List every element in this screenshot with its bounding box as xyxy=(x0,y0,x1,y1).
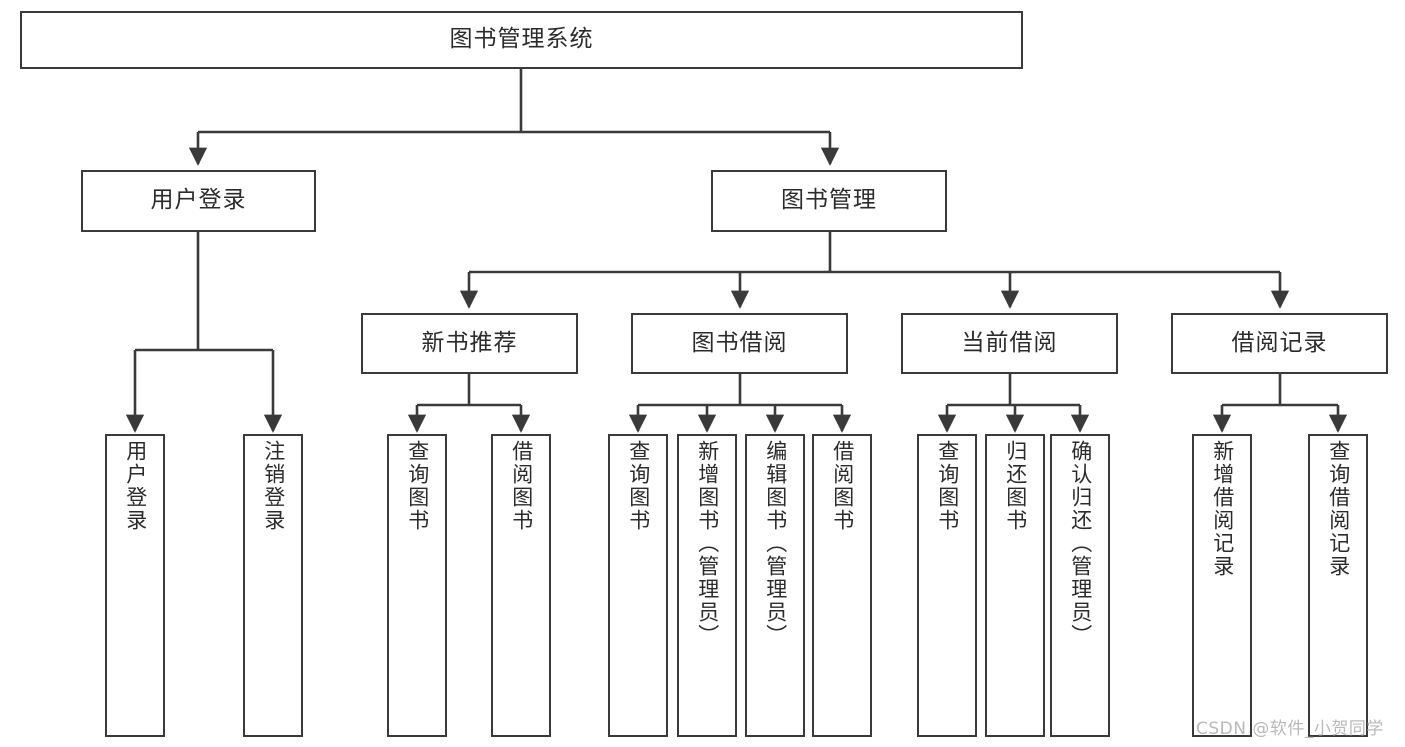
leaf-current-confirm-return-admin[interactable]: 确认归还（管理员） xyxy=(1050,434,1110,737)
leaf-record-query-record[interactable]: 查询借阅记录 xyxy=(1308,434,1368,737)
leaf-current-return-book[interactable]: 归还图书 xyxy=(985,434,1045,737)
leaf-label: 编辑图书（管理员） xyxy=(763,440,788,647)
node-current-borrow[interactable]: 当前借阅 xyxy=(901,313,1118,374)
leaf-label: 确认归还（管理员） xyxy=(1068,440,1093,647)
leaf-borrow-query-book[interactable]: 查询图书 xyxy=(608,434,668,737)
leaf-label: 新增图书（管理员） xyxy=(695,440,720,647)
node-new-book-recommend[interactable]: 新书推荐 xyxy=(361,313,578,374)
leaf-borrow-add-book-admin[interactable]: 新增图书（管理员） xyxy=(677,434,737,737)
leaf-borrow-edit-book-admin[interactable]: 编辑图书（管理员） xyxy=(745,434,805,737)
leaf-recommend-query-book[interactable]: 查询图书 xyxy=(387,434,447,737)
leaf-borrow-borrow-book[interactable]: 借阅图书 xyxy=(812,434,872,737)
node-borrow-record[interactable]: 借阅记录 xyxy=(1171,313,1388,374)
leaf-recommend-borrow-book[interactable]: 借阅图书 xyxy=(491,434,551,737)
leaf-label: 借阅图书 xyxy=(830,440,855,532)
leaf-user-login-logout[interactable]: 注销登录 xyxy=(243,434,303,737)
leaf-label: 注销登录 xyxy=(261,440,286,532)
leaf-label: 归还图书 xyxy=(1003,440,1028,532)
leaf-label: 借阅图书 xyxy=(509,440,534,532)
leaf-user-login-login[interactable]: 用户登录 xyxy=(105,434,165,737)
leaf-record-add-record[interactable]: 新增借阅记录 xyxy=(1192,434,1252,737)
node-book-management[interactable]: 图书管理 xyxy=(711,170,947,232)
leaf-label: 查询图书 xyxy=(405,440,430,532)
watermark-text: CSDN @软件_小贺同学 xyxy=(1196,719,1384,739)
leaf-label: 用户登录 xyxy=(123,440,148,532)
leaf-label: 查询图书 xyxy=(935,440,960,532)
node-root[interactable]: 图书管理系统 xyxy=(20,11,1023,69)
leaf-label: 新增借阅记录 xyxy=(1210,440,1235,578)
node-book-borrow[interactable]: 图书借阅 xyxy=(631,313,848,374)
leaf-label: 查询图书 xyxy=(626,440,651,532)
leaf-label: 查询借阅记录 xyxy=(1326,440,1351,578)
node-user-login[interactable]: 用户登录 xyxy=(81,170,316,232)
leaf-current-query-book[interactable]: 查询图书 xyxy=(917,434,977,737)
